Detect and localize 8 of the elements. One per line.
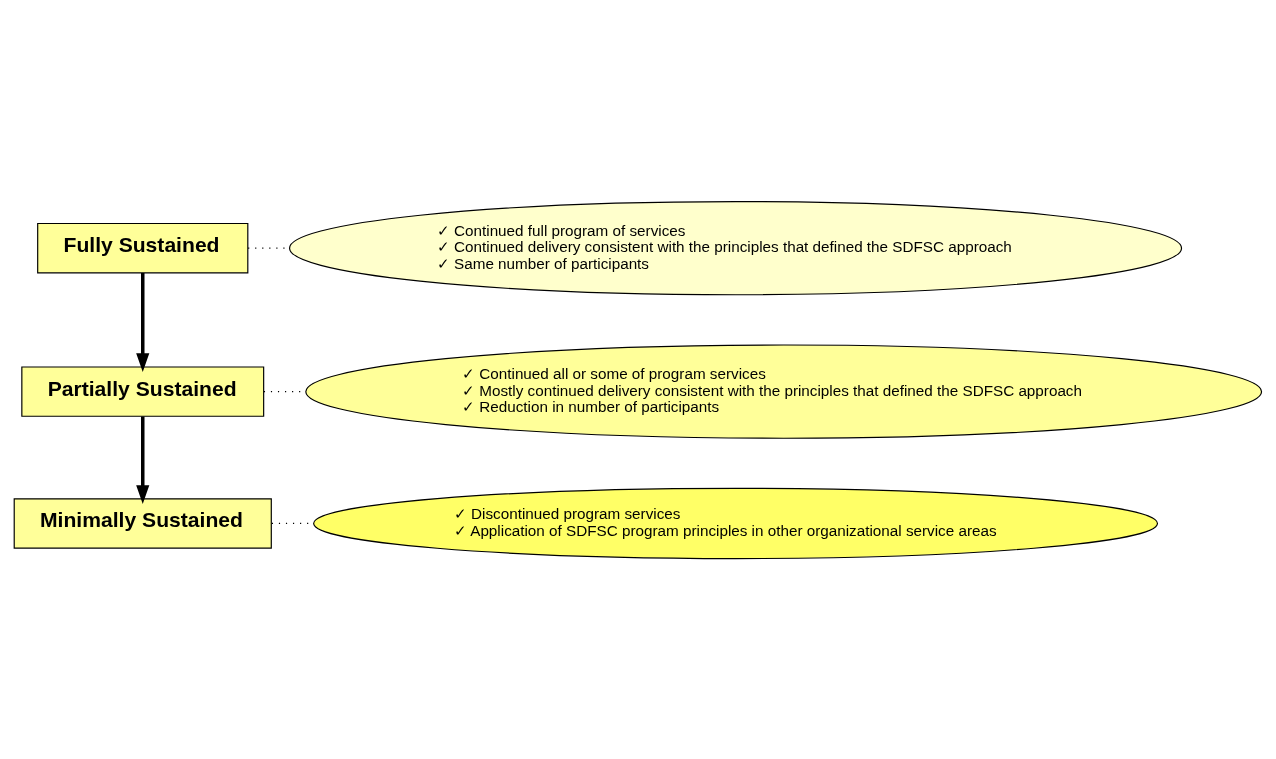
node-ellipse: ✓ Continued all or some of program services ✓ Mostly continued delivery consistent with the principles that defined the SDFSC approach ✓ Reduction in number of participants <box>305 343 1263 439</box>
arrow <box>136 272 150 372</box>
node-box: Minimally Sustained <box>13 497 272 549</box>
node-ellipse: ✓ Discontinued program services ✓ Application of SDFSC program principles in other organizational service areas <box>313 487 1159 559</box>
node-ellipse: ✓ Continued full program of services ✓ Continued delivery consistent with the principles that defined the SDFSC approach ✓ Same number of participants <box>289 200 1183 295</box>
arrow <box>136 416 150 504</box>
node-box: Partially Sustained <box>21 365 265 417</box>
node-box: Fully Sustained <box>37 222 249 273</box>
